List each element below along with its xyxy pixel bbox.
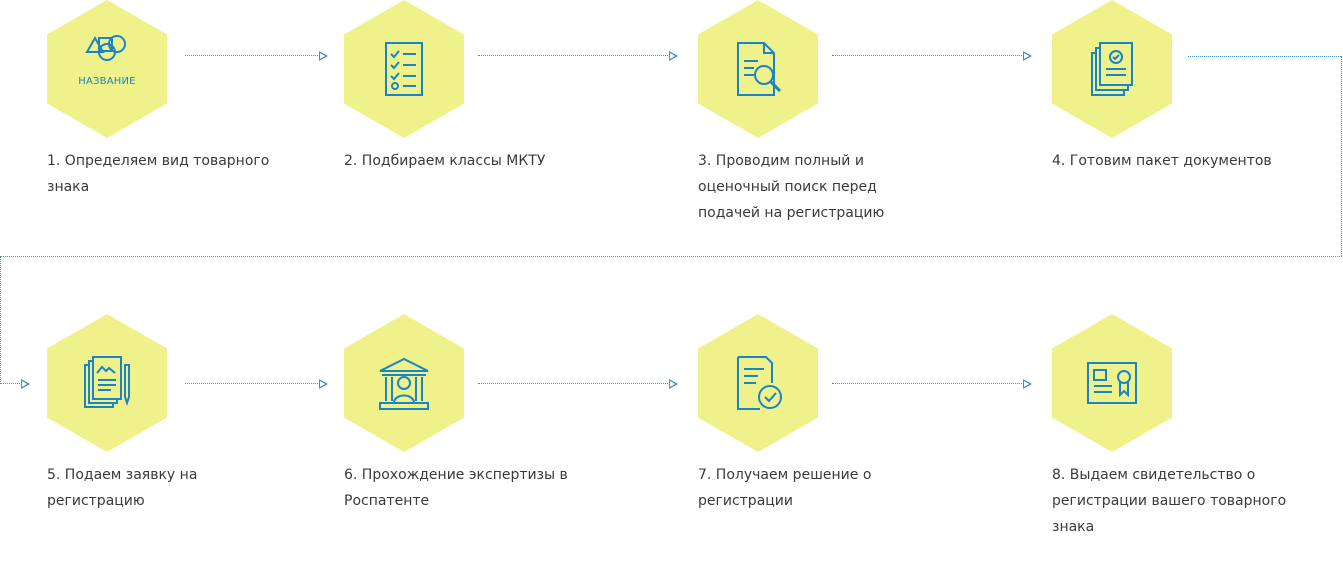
connector-arrow [0,379,30,389]
step-label: 2. Подбираем классы МКТУ [344,153,546,169]
connector-arrow [185,379,328,389]
checklist-icon [385,42,423,96]
step-label: 5. Подаем заявку на регистрацию [47,467,198,509]
step-label: 4. Готовим пакет документов [1052,153,1272,169]
connector-arrow [832,379,1032,389]
step-label: 6. Прохождение экспертизы в Роспатенте [344,467,568,509]
icon-caption: НАЗВАНИЕ [78,76,136,87]
connector-arrow [185,51,328,61]
wrap-line-right [1341,56,1342,256]
hexagon-badge [1052,314,1172,452]
document-search-icon [737,42,782,96]
hexagon-badge [47,314,167,452]
shapes-name-icon [85,35,126,61]
step-label: 1. Определяем вид товарного знака [47,153,270,195]
application-pen-icon [84,356,130,408]
document-approved-icon [737,356,782,410]
step-label: 7. Получаем решение о регистрации [698,467,872,509]
certificate-icon [1087,362,1137,404]
step-label: 3. Проводим полный и оценочный поиск пер… [698,153,885,221]
step-label: 8. Выдаем свидетельство о регистрации ва… [1052,467,1287,535]
hexagon-badge: НАЗВАНИЕ [47,0,167,138]
connector-arrow [478,51,678,61]
wrap-line-middle [0,256,1342,257]
connector-arrow [832,51,1032,61]
hexagon-badge [1052,0,1172,138]
wrap-line-top [1188,56,1341,57]
document-stack-icon [1091,42,1133,96]
hexagon-badge [698,314,818,452]
institution-person-icon [379,357,429,410]
hexagon-badge [698,0,818,138]
connector-arrow [478,379,678,389]
hexagon-badge [344,0,464,138]
hexagon-badge [344,314,464,452]
wrap-line-left [0,256,1,384]
